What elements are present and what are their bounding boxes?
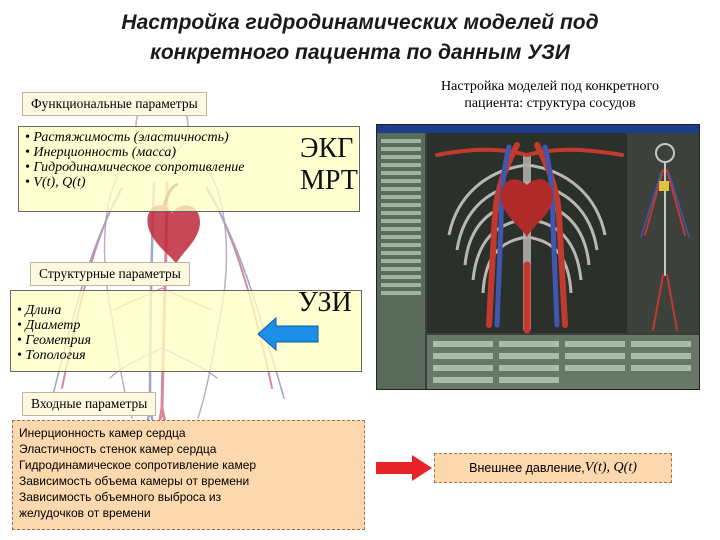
structural-params-label: Структурные параметры	[30, 262, 190, 286]
functional-item: • V(t), Q(t)	[25, 175, 86, 190]
method-mri: МРТ	[300, 165, 358, 196]
functional-params-label: Функциональные параметры	[22, 92, 207, 116]
structural-item: • Диаметр	[17, 318, 81, 333]
input-params-box: Инерционность камер сердца Эластичность …	[12, 420, 365, 530]
structural-item: • Длина	[17, 303, 62, 318]
functional-item: • Гидродинамическое сопротивление	[25, 160, 245, 175]
page-title: Настройка гидродинамических моделей под …	[60, 8, 660, 68]
heading-line-1: Настройка моделей под конкретного	[441, 79, 659, 94]
blue-left-arrow-icon	[257, 316, 319, 352]
functional-item: • Растяжимость (эластичность)	[25, 130, 229, 145]
outcome-prefix: Внешнее давление,	[469, 461, 585, 475]
vessel-structure-heading: Настройка моделей под конкретного пациен…	[395, 78, 705, 112]
vascular-model-image	[377, 125, 699, 389]
input-item: Зависимость объема камеры от времени	[19, 474, 250, 488]
title-line-1: Настройка гидродинамических моделей под	[121, 11, 599, 34]
structural-item: • Геометрия	[17, 333, 92, 348]
input-params-label: Входные параметры	[22, 392, 157, 416]
input-item: Гидродинамическое сопротивление камер	[19, 458, 257, 472]
input-item: Зависимость объемного выброса из	[19, 490, 222, 504]
outcome-vars: V(t), Q(t)	[584, 460, 637, 475]
heading-line-2: пациента: структура сосудов	[464, 96, 636, 111]
vascular-model-screenshot	[376, 124, 700, 390]
title-line-2: конкретного пациента по данным УЗИ	[150, 41, 570, 64]
red-right-arrow-icon	[376, 455, 432, 481]
functional-item: • Инерционность (масса)	[25, 145, 177, 160]
functional-params-box: • Растяжимость (эластичность) • Инерцион…	[18, 126, 360, 212]
input-item: желудочков от времени	[19, 506, 151, 520]
method-ultrasound: УЗИ	[298, 287, 352, 318]
input-item: Инерционность камер сердца	[19, 426, 186, 440]
method-ecg: ЭКГ	[300, 133, 354, 164]
structural-item: • Топология	[17, 348, 86, 363]
input-item: Эластичность стенок камер сердца	[19, 442, 217, 456]
external-pressure-box: Внешнее давление, V(t), Q(t)	[434, 453, 672, 483]
